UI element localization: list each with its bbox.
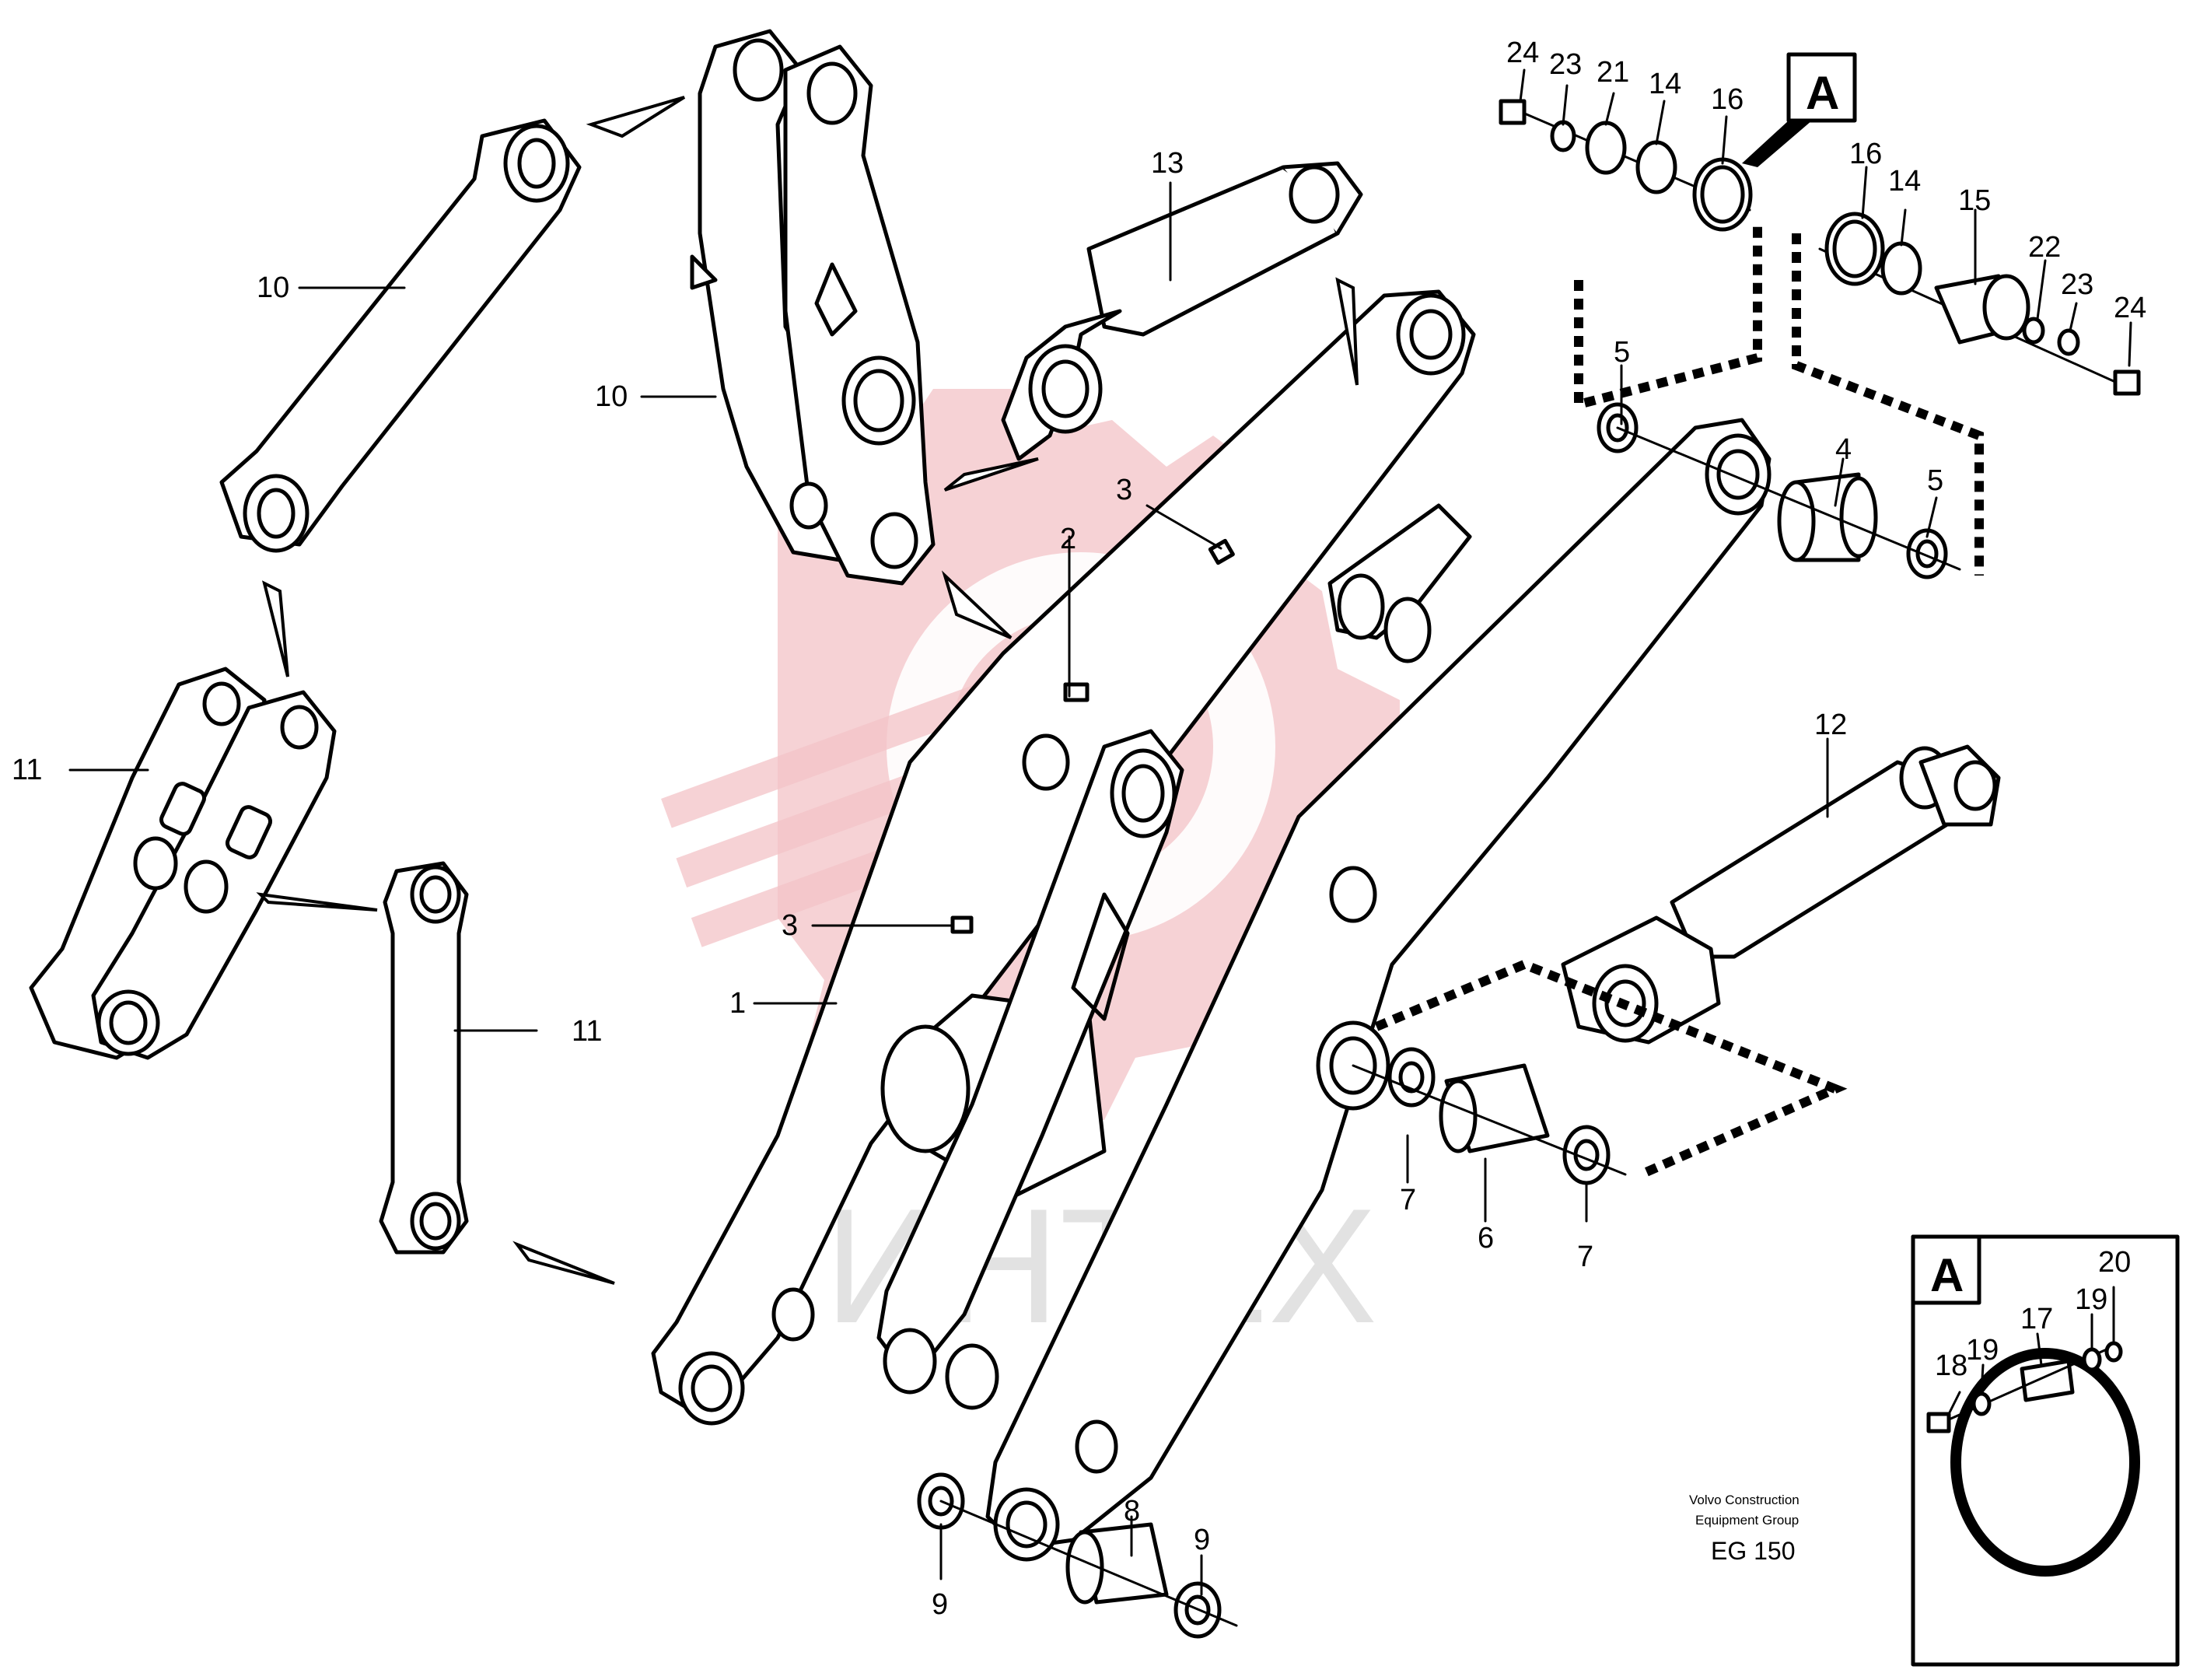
label-part-14: 14 <box>1649 68 1681 100</box>
label-part-21: 21 <box>1597 56 1629 89</box>
label-part-11: 11 <box>572 1015 602 1048</box>
catalog-footer: Volvo Construction Equipment Group EG 15… <box>1689 1493 1800 1565</box>
label-part-13: 13 <box>1151 147 1184 180</box>
label-part-5: 5 <box>1927 464 1943 497</box>
pin-group-bottom <box>917 1472 1238 1639</box>
label-part-10: 10 <box>595 380 628 413</box>
label-part-12: 12 <box>1814 709 1847 741</box>
label-part-7: 7 <box>1400 1184 1416 1216</box>
label-part-7: 7 <box>1577 1241 1593 1273</box>
label-part-24: 24 <box>2114 292 2146 324</box>
leader-hatch-3 <box>1374 959 1848 1179</box>
cylinder-13 <box>1001 161 1363 461</box>
hardware-row-top <box>1499 99 1753 232</box>
arrow-pointer-3 <box>941 570 1013 639</box>
label-part-1: 1 <box>729 987 746 1020</box>
link-11-straight <box>379 861 469 1255</box>
label-part-9: 9 <box>1194 1524 1210 1556</box>
part-labels: 10 10 11 11 13 2 3 3 1 12 4 5 5 7 6 7 9 … <box>12 37 2146 1621</box>
label-part-23: 23 <box>1549 48 1582 81</box>
leader-hatch-1 <box>1574 226 1762 411</box>
label-part-2: 2 <box>1060 523 1076 555</box>
label-part-8: 8 <box>1124 1495 1140 1528</box>
label-part-10: 10 <box>257 271 289 304</box>
link-11-double <box>29 667 337 1060</box>
label-part-16: 16 <box>1849 138 1882 170</box>
arrow-pointer-4 <box>262 580 289 677</box>
label-part-22: 22 <box>2028 231 2061 264</box>
arrow-pointer-1 <box>586 96 686 138</box>
label-part-19: 19 <box>1966 1334 1999 1367</box>
hardware-row-second <box>1818 212 2141 396</box>
label-part-6: 6 <box>1478 1222 1494 1255</box>
label-part-4: 4 <box>1835 433 1852 466</box>
arrow-pointer-2 <box>943 457 1039 492</box>
bellcrank-10 <box>690 29 936 586</box>
label-part-20: 20 <box>2098 1246 2131 1279</box>
label-part-17: 17 <box>2020 1303 2053 1335</box>
detail-a-callout: A <box>1742 52 1857 167</box>
boom-right-arm <box>985 418 1772 1562</box>
arrow-pointer-7 <box>1335 277 1359 386</box>
label-part-9: 9 <box>932 1588 948 1621</box>
group-code: EG 150 <box>1711 1537 1796 1565</box>
leader-hatch-2 <box>1792 233 1984 576</box>
pin-group-middle <box>1352 1047 1627 1185</box>
leader-lines <box>68 68 2132 1596</box>
label-part-16: 16 <box>1711 83 1744 116</box>
detail-a-box: A <box>1911 1234 2180 1667</box>
label-part-5: 5 <box>1614 336 1630 369</box>
manufacturer-group: Equipment Group <box>1695 1513 1799 1528</box>
arrow-pointer-6 <box>512 1241 615 1285</box>
arrow-pointer-5 <box>256 892 378 912</box>
detail-box-tag: A <box>1930 1249 1964 1301</box>
label-part-11: 11 <box>12 754 42 786</box>
label-part-14: 14 <box>1888 165 1921 198</box>
label-part-24: 24 <box>1506 37 1539 69</box>
center-link <box>876 729 1184 1410</box>
label-part-15: 15 <box>1958 184 1991 217</box>
label-part-3: 3 <box>782 909 798 942</box>
label-part-18: 18 <box>1935 1349 1967 1382</box>
label-part-23: 23 <box>2061 268 2093 301</box>
cylinder-12 <box>1561 744 2001 1045</box>
label-part-3: 3 <box>1116 474 1132 506</box>
link-10-straight <box>219 118 582 553</box>
manufacturer-name: Volvo Construction <box>1689 1493 1800 1507</box>
detail-tag: A <box>1806 67 1839 119</box>
label-part-19: 19 <box>2075 1283 2107 1316</box>
